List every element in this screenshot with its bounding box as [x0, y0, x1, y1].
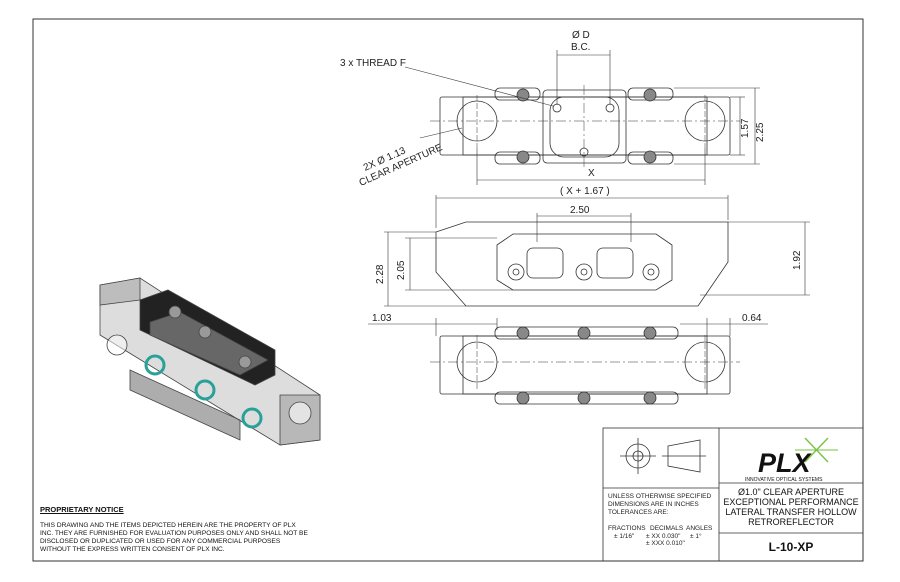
dim-x: X	[588, 168, 595, 179]
bottom-view	[430, 326, 740, 405]
dim-2-25: 2.25	[755, 122, 766, 142]
dim-0-64: 0.64	[742, 313, 762, 324]
tol-xx: ± XX 0.030"	[646, 533, 681, 540]
tol-angle: ± 1°	[690, 532, 702, 540]
desc-line1: Ø1.0" CLEAR APERTURE	[738, 487, 844, 497]
dim-2-28: 2.28	[375, 264, 386, 284]
dim-1-57: 1.57	[740, 118, 751, 138]
desc-line2: EXCEPTIONAL PERFORMANCE	[723, 497, 858, 507]
sheet-border	[32, 18, 864, 562]
tol-header-fractions: FRACTIONS	[608, 525, 646, 532]
third-angle-projection-icon	[620, 438, 706, 474]
top-view	[430, 85, 740, 170]
tol-fraction: ± 1/16"	[614, 533, 635, 540]
dim-diameter-d: Ø D	[572, 30, 590, 41]
tol-header-decimals: DECIMALS	[650, 525, 684, 532]
proprietary-notice-title: PROPRIETARY NOTICE	[40, 505, 124, 514]
proprietary-notice-body: THIS DRAWING AND THE ITEMS DEPICTED HERE…	[40, 522, 308, 553]
part-number: L-10-XP	[769, 540, 814, 554]
dim-1-92: 1.92	[792, 250, 803, 270]
dim-bc: B.C.	[571, 42, 590, 53]
tol-xxx: ± XXX 0.010"	[646, 540, 685, 547]
units-line3: TOLERANCES ARE:	[608, 509, 669, 516]
logo-tagline: INNOVATIVE OPTICAL SYSTEMS	[745, 477, 823, 483]
dim-x-plus: ( X + 1.67 )	[560, 186, 610, 197]
desc-line4: RETROREFLECTOR	[748, 517, 834, 527]
top-view-dims	[404, 50, 760, 185]
dim-thread: 3 x THREAD F	[340, 58, 406, 69]
dim-1-03: 1.03	[372, 313, 392, 324]
plx-logo	[795, 437, 838, 463]
bottom-view-dims	[368, 318, 768, 336]
title-block	[602, 427, 864, 562]
dim-2-05: 2.05	[396, 260, 407, 280]
units-line2: DIMENSIONS ARE IN INCHES	[608, 501, 699, 508]
front-view-dims	[384, 195, 810, 307]
tol-header-angles: ANGLES	[686, 525, 713, 532]
logo-text: PLX	[758, 448, 813, 478]
isometric-view	[99, 277, 321, 446]
dim-2-50: 2.50	[570, 205, 590, 216]
desc-line3: LATERAL TRANSFER HOLLOW	[725, 507, 857, 517]
front-view	[435, 221, 729, 307]
units-line1: UNLESS OTHERWISE SPECIFIED	[608, 493, 711, 500]
